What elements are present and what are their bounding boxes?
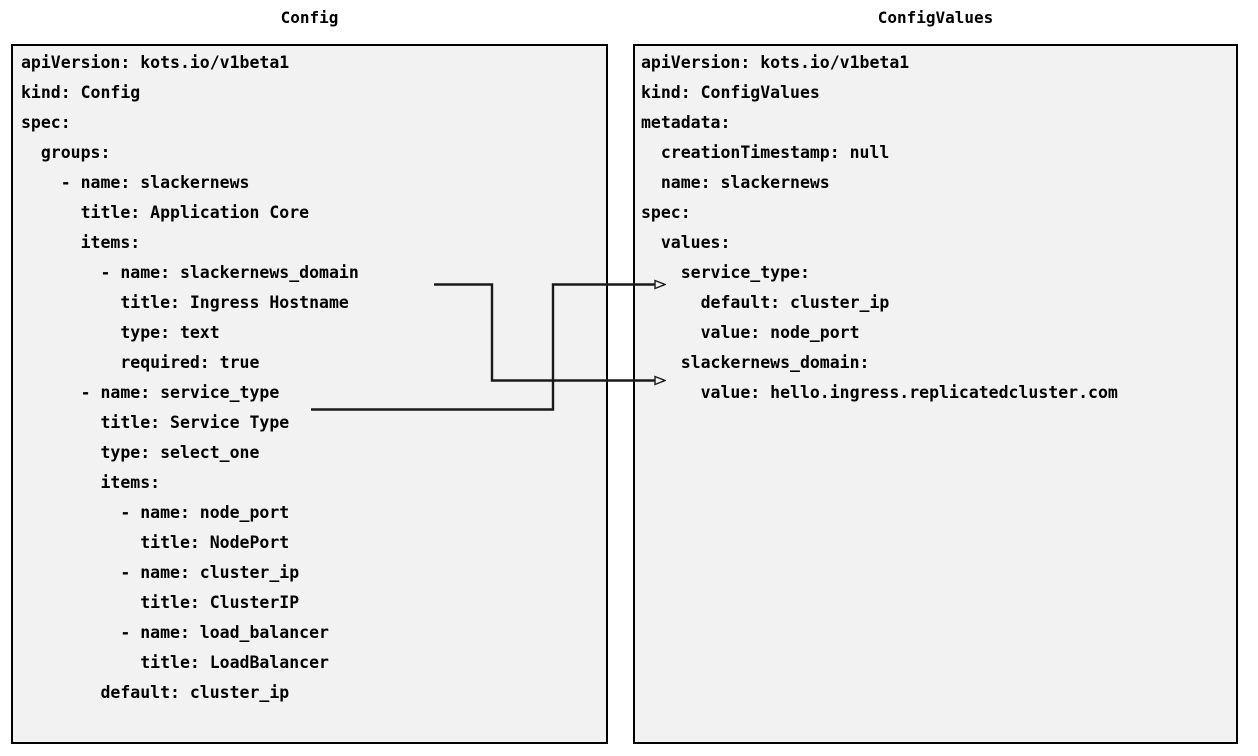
config-line-4: - name: slackernews bbox=[21, 173, 250, 192]
config-line-1: kind: Config bbox=[21, 83, 141, 102]
config-line-20: title: LoadBalancer bbox=[21, 653, 329, 672]
configvalues-line-1: kind: ConfigValues bbox=[641, 83, 820, 102]
configvalues-yaml-text: apiVersion: kots.io/v1beta1 kind: ConfigV… bbox=[641, 48, 1231, 408]
config-line-9: type: text bbox=[21, 323, 220, 342]
configvalues-line-11: value: hello.ingress.replicatedcluster.c… bbox=[641, 383, 1118, 402]
config-line-5: title: Application Core bbox=[21, 203, 310, 222]
configvalues-line-7: service_type: bbox=[641, 263, 810, 282]
config-line-10: required: true bbox=[21, 353, 260, 372]
configvalues-line-5: spec: bbox=[641, 203, 691, 222]
config-line-14: items: bbox=[21, 473, 161, 492]
config-line-11: - name: service_type bbox=[21, 383, 280, 402]
left-panel-title: Config bbox=[280, 8, 339, 27]
config-line-3: groups: bbox=[21, 143, 111, 162]
config-yaml-text: apiVersion: kots.io/v1beta1 kind: Config s… bbox=[21, 48, 601, 708]
configvalues-line-10: slackernews_domain: bbox=[641, 353, 870, 372]
config-line-16: title: NodePort bbox=[21, 533, 290, 552]
config-line-17: - name: cluster_ip bbox=[21, 563, 300, 582]
configvalues-line-0: apiVersion: kots.io/v1beta1 bbox=[641, 53, 910, 72]
configvalues-panel bbox=[633, 44, 1238, 744]
right-panel-title: ConfigValues bbox=[877, 8, 994, 27]
config-line-0: apiVersion: kots.io/v1beta1 bbox=[21, 53, 290, 72]
configvalues-line-9: value: node_port bbox=[641, 323, 860, 342]
configvalues-line-4: name: slackernews bbox=[641, 173, 830, 192]
config-line-19: - name: load_balancer bbox=[21, 623, 329, 642]
config-line-21: default: cluster_ip bbox=[21, 683, 290, 702]
config-line-12: title: Service Type bbox=[21, 413, 290, 432]
configvalues-line-3: creationTimestamp: null bbox=[641, 143, 890, 162]
config-line-13: type: select_one bbox=[21, 443, 260, 462]
config-line-6: items: bbox=[21, 233, 141, 252]
config-line-15: - name: node_port bbox=[21, 503, 290, 522]
config-line-7: - name: slackernews_domain bbox=[21, 263, 359, 282]
configvalues-line-2: metadata: bbox=[641, 113, 731, 132]
configvalues-line-8: default: cluster_ip bbox=[641, 293, 890, 312]
config-line-2: spec: bbox=[21, 113, 71, 132]
config-line-8: title: Ingress Hostname bbox=[21, 293, 349, 312]
config-line-18: title: ClusterIP bbox=[21, 593, 300, 612]
configvalues-line-6: values: bbox=[641, 233, 731, 252]
